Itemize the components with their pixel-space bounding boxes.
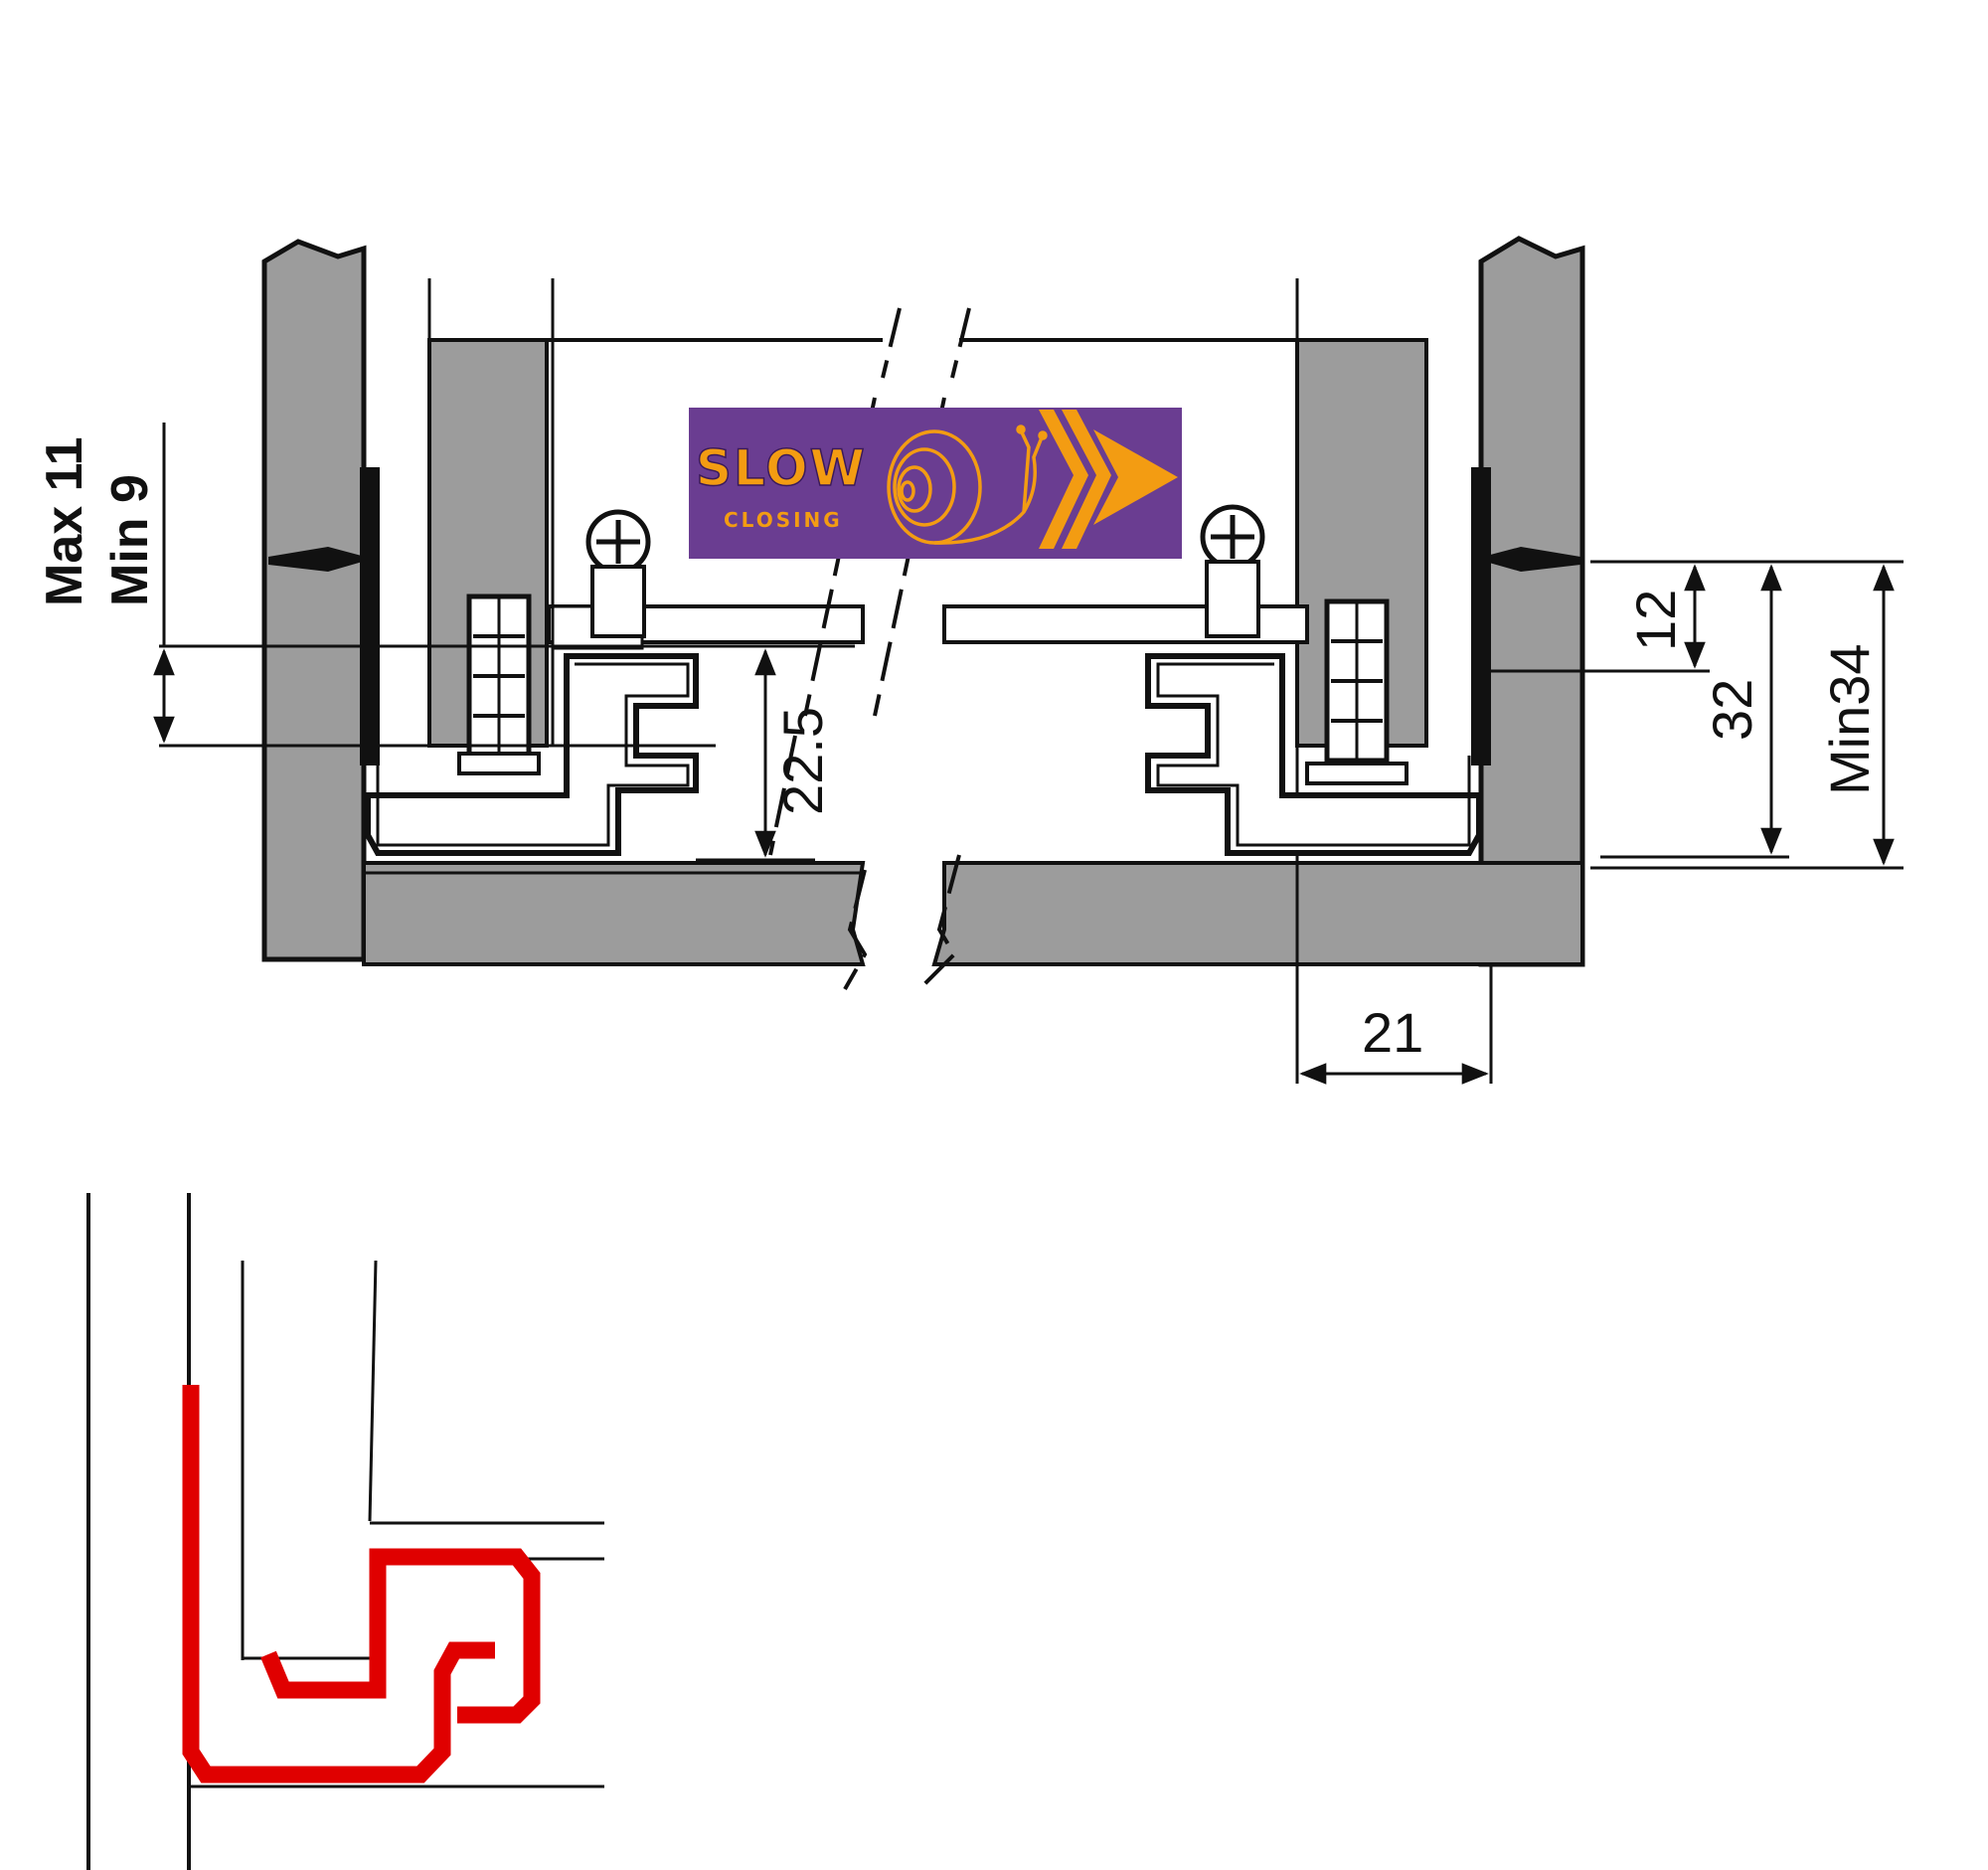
dim-32: 32 bbox=[1701, 679, 1763, 741]
snail-icon bbox=[887, 425, 1048, 545]
badge-closing-text: CLOSING bbox=[724, 508, 843, 532]
dim-22-5: 22.5 bbox=[771, 707, 834, 815]
arrow-right-icon bbox=[1039, 410, 1178, 549]
dim-12: 12 bbox=[1624, 590, 1687, 651]
left-drawer-screw-horizontal bbox=[457, 594, 541, 775]
dim-21: 21 bbox=[1362, 1001, 1423, 1064]
slow-closing-badge: SLOW CLOSING bbox=[689, 408, 1182, 559]
right-drawer-screw-vertical bbox=[1200, 504, 1265, 638]
cross-section-view: Max 11 Min 9 22.5 12 32 Min34 21 bbox=[36, 236, 1904, 1085]
dim-min34: Min34 bbox=[1818, 643, 1881, 795]
left-runner-profile bbox=[365, 653, 699, 856]
badge-slow-text: SLOW bbox=[696, 439, 867, 497]
cabinet-bottom-right bbox=[931, 861, 1584, 966]
detail-view bbox=[86, 1193, 604, 1870]
left-cabinet-side bbox=[261, 239, 367, 962]
right-cabinet-side bbox=[1478, 236, 1585, 967]
dim-max-11: Max 11 bbox=[36, 436, 93, 606]
cabinet-bottom-left bbox=[362, 861, 866, 966]
right-side-screw bbox=[1471, 467, 1580, 765]
right-runner-profile bbox=[1145, 653, 1482, 856]
left-drawer-screw-vertical bbox=[585, 509, 651, 638]
left-side-screw bbox=[268, 467, 380, 765]
right-drawer-screw-horizontal bbox=[1305, 598, 1408, 785]
dim-min-9: Min 9 bbox=[101, 474, 159, 606]
red-runner-profile bbox=[187, 1385, 495, 1775]
red-runner-hook bbox=[260, 1548, 541, 1724]
